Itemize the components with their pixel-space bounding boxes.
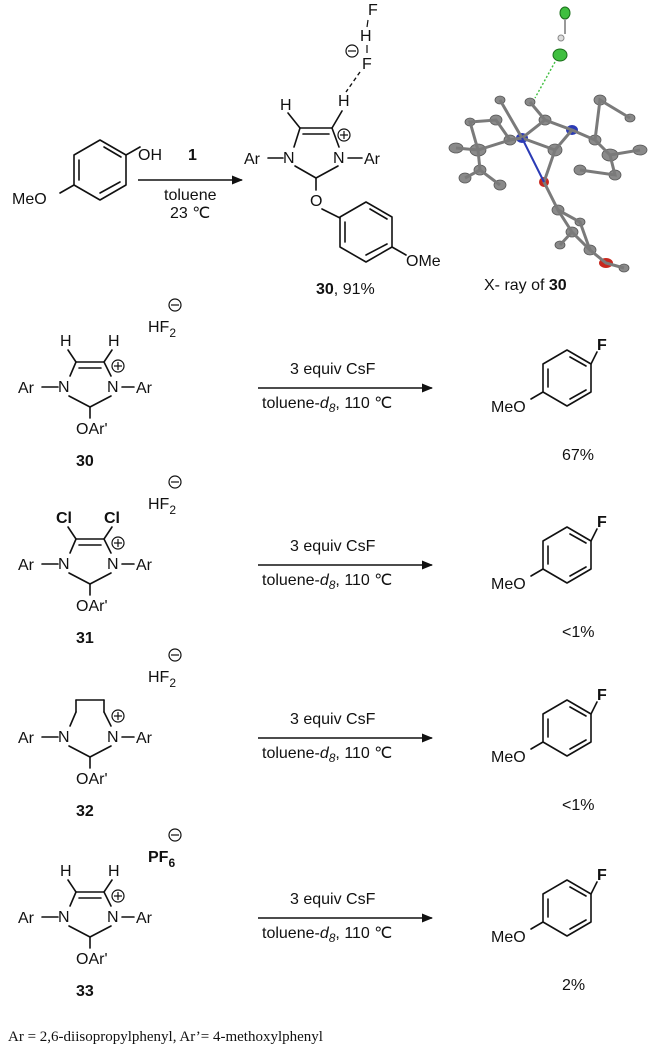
- product-ring: [542, 349, 592, 407]
- yield-label: 2%: [562, 977, 585, 994]
- yield-label: <1%: [562, 624, 594, 641]
- product-methoxy-label: MeO: [491, 399, 526, 416]
- solvent-label: toluene-d8, 110 ℃: [262, 745, 392, 765]
- solvent-label: toluene-d8, 110 ℃: [262, 572, 392, 592]
- ar-right-label: Ar: [136, 910, 153, 927]
- anion-charge-icon: [168, 298, 182, 312]
- top-temperature-label: 23 ℃: [170, 205, 210, 222]
- ring-substituent-left: Cl: [56, 510, 72, 527]
- ring-n-right: N: [107, 556, 119, 573]
- hf2-f-top: F: [368, 2, 378, 19]
- ar-left-label: Ar: [18, 730, 35, 747]
- ring-n-left: N: [58, 556, 70, 573]
- reagent-label: 3 equiv CsF: [290, 538, 376, 555]
- anion-charge-icon: [168, 475, 182, 489]
- top-reaction-arrow-group: 1 toluene 23 ℃: [138, 147, 244, 222]
- yield-label: 67%: [562, 447, 594, 464]
- starting-material-4-methoxyphenol: OH MeO: [12, 139, 162, 208]
- xray-structure-image: [448, 6, 648, 273]
- ring-n-right: N: [333, 150, 345, 167]
- hf2-h: H: [360, 28, 372, 45]
- ring-n-right: N: [107, 909, 119, 926]
- product-methoxy-label: MeO: [491, 929, 526, 946]
- product-ring: [542, 879, 592, 937]
- ring-substituent-left: H: [60, 863, 72, 880]
- compound-number: 30: [76, 453, 94, 470]
- ether-o-label: O: [310, 193, 322, 210]
- cation-charge-icon: [111, 709, 125, 723]
- product-ring: [542, 526, 592, 584]
- fluoro-label: F: [597, 514, 607, 531]
- product-30-caption: 30, 91%: [316, 281, 375, 298]
- ar-right-label: Ar: [136, 730, 153, 747]
- ring-n-left: N: [283, 150, 295, 167]
- ring-substituent-left: H: [60, 333, 72, 350]
- ring-h-right: H: [338, 93, 350, 110]
- ar-left-label: Ar: [18, 380, 35, 397]
- product-methoxy-label: MeO: [491, 749, 526, 766]
- cation-charge-icon: [111, 889, 125, 903]
- cation-charge-icon: [111, 536, 125, 550]
- reagent-label: 3 equiv CsF: [290, 711, 376, 728]
- compound-number: 33: [76, 983, 94, 1000]
- reagent-1-label: 1: [188, 147, 197, 164]
- solvent-label: toluene-d8, 110 ℃: [262, 925, 392, 945]
- top-solvent-label: toluene: [164, 187, 217, 204]
- compound-number: 32: [76, 803, 94, 820]
- anion-charge-icon: [168, 648, 182, 662]
- ring-n-right: N: [107, 379, 119, 396]
- ring-n-left: N: [58, 379, 70, 396]
- ring-n-left: N: [58, 909, 70, 926]
- product-ring: [542, 699, 592, 757]
- oar-label: OAr': [76, 598, 108, 615]
- reagent-label: 3 equiv CsF: [290, 891, 376, 908]
- ring-substituent-right: H: [108, 863, 120, 880]
- hf2-f-bottom: F: [362, 56, 372, 73]
- oar-label: OAr': [76, 421, 108, 438]
- anion-label: PF6: [148, 849, 175, 870]
- oar-label: OAr': [76, 951, 108, 968]
- product-30-structure: F H F H H N N Ar Ar O OMe: [244, 2, 441, 270]
- yield-label: <1%: [562, 797, 594, 814]
- ring-substituent-right: Cl: [104, 510, 120, 527]
- product-methoxy-label: OMe: [406, 253, 441, 270]
- ring-h-left: H: [280, 97, 292, 114]
- ring-n-left: N: [58, 729, 70, 746]
- product-methoxy-label: MeO: [491, 576, 526, 593]
- compound-number: 31: [76, 630, 94, 647]
- methoxy-label: MeO: [12, 191, 47, 208]
- cation-charge-icon: [337, 128, 351, 142]
- ring-n-right: N: [107, 729, 119, 746]
- footnote-text: Ar = 2,6-diisopropylphenyl, Ar’= 4-metho…: [8, 1029, 323, 1045]
- ar-right-label: Ar: [364, 151, 381, 168]
- ar-left-label: Ar: [244, 151, 261, 168]
- anion-charge-icon: [345, 44, 359, 58]
- fluoro-label: F: [597, 337, 607, 354]
- ar-left-label: Ar: [18, 910, 35, 927]
- cation-charge-icon: [111, 359, 125, 373]
- ring-substituent-right: H: [108, 333, 120, 350]
- anion-charge-icon: [168, 828, 182, 842]
- anion-label: HF2: [148, 669, 176, 690]
- anion-label: HF2: [148, 496, 176, 517]
- ar-right-label: Ar: [136, 557, 153, 574]
- ar-left-label: Ar: [18, 557, 35, 574]
- hydroxyl-label: OH: [138, 147, 162, 164]
- oar-label: OAr': [76, 771, 108, 788]
- anion-label: HF2: [148, 319, 176, 340]
- xray-caption: X- ray of 30: [484, 277, 567, 294]
- fluoro-label: F: [597, 867, 607, 884]
- ar-right-label: Ar: [136, 380, 153, 397]
- solvent-label: toluene-d8, 110 ℃: [262, 395, 392, 415]
- fluoro-label: F: [597, 687, 607, 704]
- reagent-label: 3 equiv CsF: [290, 361, 376, 378]
